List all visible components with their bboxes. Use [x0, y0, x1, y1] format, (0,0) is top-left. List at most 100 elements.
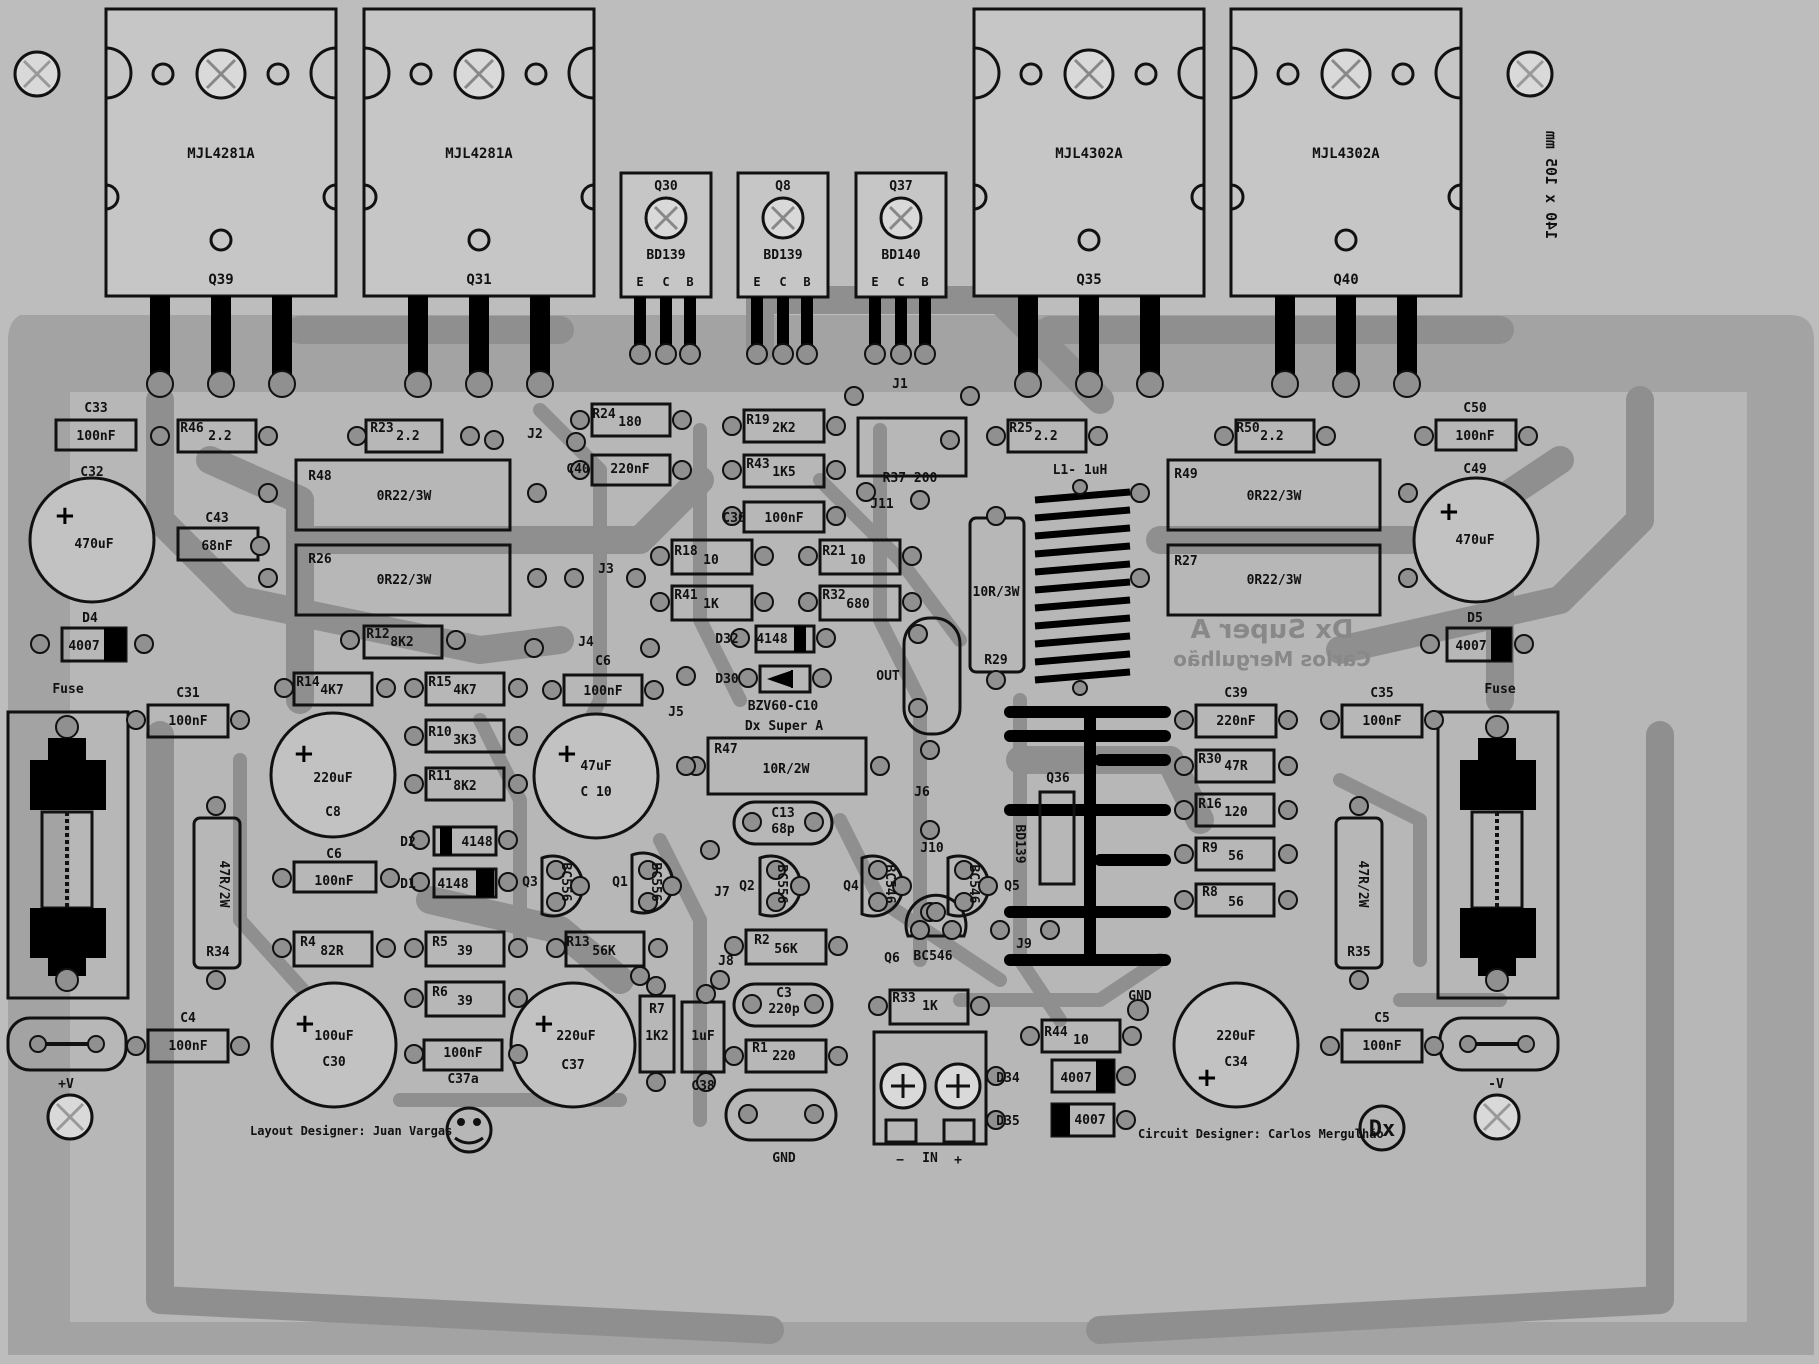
solder-pad [206, 796, 226, 816]
solder-pad [742, 812, 762, 832]
silk-label: R46 [180, 421, 204, 436]
silk-label: 100nF [1362, 714, 1401, 729]
silk-label: 0R22/3W [377, 489, 432, 504]
solder-pad [1174, 844, 1194, 864]
silk-label: C30 [322, 1055, 346, 1070]
silk-label: 56 [1228, 895, 1244, 910]
solder-pad [738, 668, 758, 688]
solder-pad [126, 1036, 146, 1056]
solder-pad [696, 984, 716, 1004]
transistor-ref: Q35 [1076, 272, 1101, 288]
silk-label: Q3 [522, 875, 538, 890]
silk-label: C31 [176, 686, 200, 701]
solder-pad [646, 976, 666, 996]
silk-label: Q5 [1004, 879, 1020, 894]
silk-label: 220p [768, 1002, 799, 1017]
solder-pad [816, 628, 836, 648]
silk-label: 2.2 [208, 429, 231, 444]
solder-pad [986, 1110, 1006, 1130]
silk-label: 39 [457, 944, 473, 959]
solder-pad [828, 1046, 848, 1066]
silk-label: 10 [703, 553, 719, 568]
solder-pad [274, 678, 294, 698]
solder-pad [1116, 1066, 1136, 1086]
silk-label: 100nF [168, 1039, 207, 1054]
solder-pad [250, 536, 270, 556]
solder-pad [527, 483, 547, 503]
solder-pad [1424, 1036, 1444, 1056]
silk-label: 4007 [1455, 639, 1486, 654]
solder-pad [626, 568, 646, 588]
solder-pad [1349, 796, 1369, 816]
silk-label: C 10 [580, 785, 611, 800]
silk-label: D4 [82, 611, 98, 626]
silk-label: +V [58, 1077, 74, 1092]
transistor-part: MJL4281A [187, 146, 255, 162]
silk-label: Dx Super A [745, 719, 823, 734]
silk-label: R4 [300, 935, 316, 950]
solder-pad [1174, 800, 1194, 820]
silk-label: 82R [320, 944, 344, 959]
silk-label: R35 [1347, 945, 1370, 960]
silk-label: R29 [984, 653, 1007, 668]
solder-pad [1020, 1026, 1040, 1046]
solder-pad [1214, 426, 1234, 446]
silk-label: -V [1488, 1077, 1504, 1092]
silk-label: C38 [691, 1079, 715, 1094]
silk-label: GND [1128, 989, 1152, 1004]
silk-label: Q2 [739, 879, 755, 894]
silk-label: 4007 [1074, 1113, 1105, 1128]
solder-pad [1514, 634, 1534, 654]
solder-pad [1420, 634, 1440, 654]
silk-label: 47R [1224, 759, 1248, 774]
svg-text:+: + [1438, 497, 1460, 527]
solder-pad [508, 988, 528, 1008]
pin-label: C [897, 275, 904, 289]
solder-pad [446, 630, 466, 650]
solder-pad [954, 892, 974, 912]
silk-label: R26 [308, 552, 332, 567]
driver-ref: Q37 [889, 179, 912, 194]
solder-pad [340, 630, 360, 650]
solder-pad [1122, 1026, 1142, 1046]
silk-label: 220nF [610, 462, 649, 477]
solder-pad [908, 624, 928, 644]
solder-pad [754, 592, 774, 612]
silk-label: C37a [447, 1072, 478, 1087]
silk-label: R18 [674, 544, 698, 559]
solder-pad [272, 938, 292, 958]
silk-label: 220uF [313, 771, 352, 786]
solder-pad [1518, 426, 1538, 446]
solder-pad [940, 430, 960, 450]
silk-label: 220uF [556, 1029, 595, 1044]
solder-pad [1130, 568, 1150, 588]
silk-label: C50 [1463, 401, 1487, 416]
silk-label: GND [772, 1151, 796, 1166]
solder-pad [1174, 710, 1194, 730]
solder-pad [910, 490, 930, 510]
silk-label: C5 [1374, 1011, 1390, 1026]
solder-pad [722, 416, 742, 436]
silk-label: C6 [595, 654, 611, 669]
silk-label: 1K5 [772, 465, 795, 480]
silk-label: 100nF [1362, 1039, 1401, 1054]
solder-pad [638, 860, 658, 880]
silk-label: 1K [703, 597, 719, 612]
silk-label: J6 [914, 785, 930, 800]
solder-pad [1174, 756, 1194, 776]
solder-pad [410, 872, 430, 892]
solder-pad [908, 698, 928, 718]
silk-label: 470uF [1455, 533, 1494, 548]
silk-label: 1K2 [645, 1029, 668, 1044]
silk-label: J3 [598, 562, 614, 577]
silk-label: R44 [1044, 1025, 1068, 1040]
solder-pad [508, 726, 528, 746]
silk-label: 2.2 [396, 429, 419, 444]
solder-pad [126, 710, 146, 730]
solder-pad [868, 996, 888, 1016]
solder-pad [710, 970, 730, 990]
solder-pad [766, 892, 786, 912]
silk-label: C49 [1463, 462, 1486, 477]
